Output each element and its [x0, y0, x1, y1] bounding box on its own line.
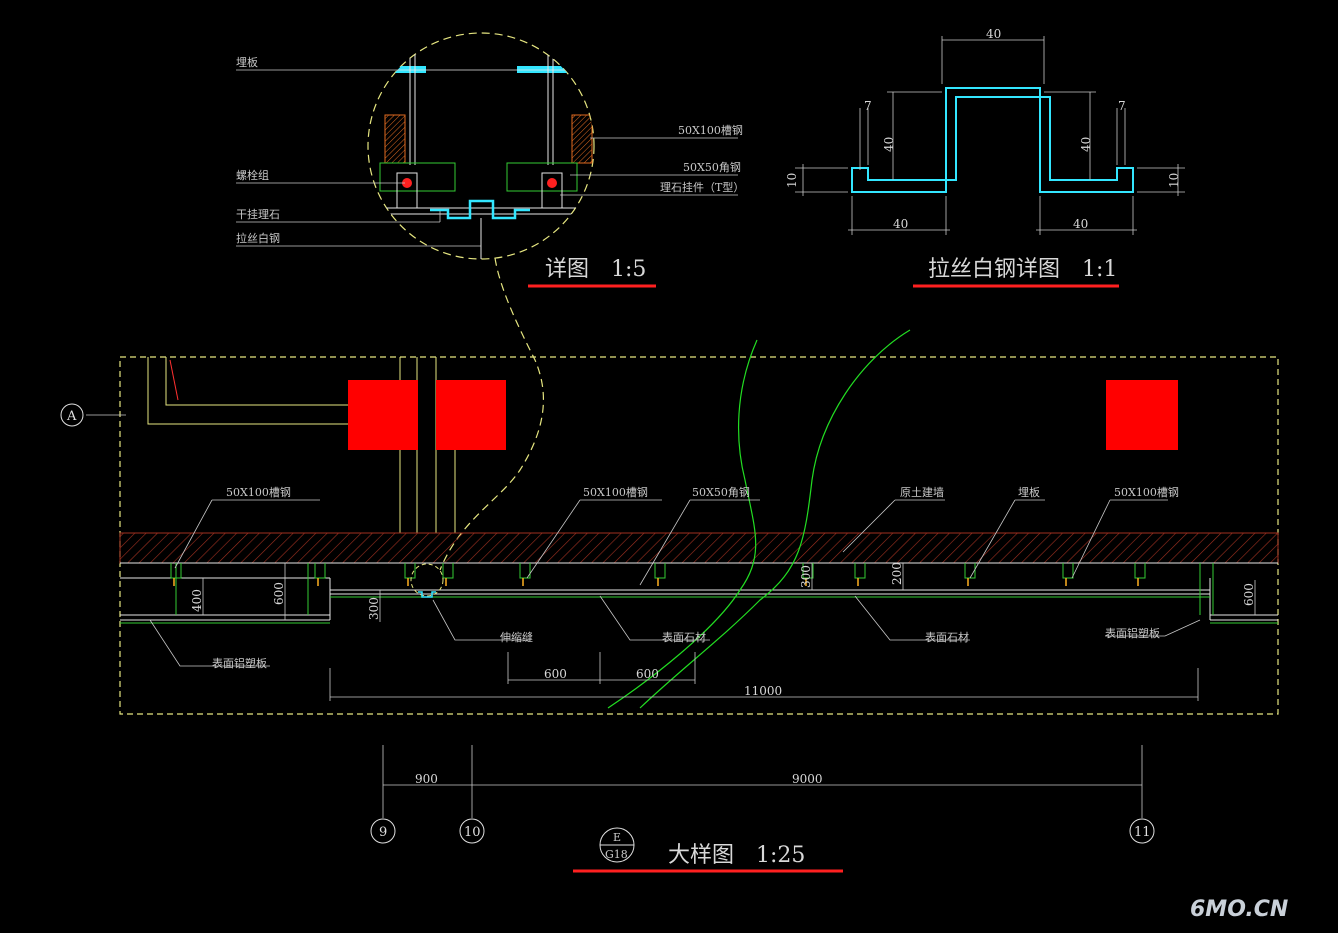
reference-top: E [613, 831, 621, 844]
bracket-group [170, 563, 1146, 586]
label-channel: 50X100槽钢 [678, 124, 743, 137]
dim-h-600-right: 600 [1242, 583, 1256, 606]
label-channel-right: 50X100槽钢 [1114, 486, 1179, 499]
dim-h-300-left: 300 [367, 597, 381, 620]
grid-bubble-a [60, 403, 84, 427]
bracket-mark [1134, 563, 1146, 579]
grid-bubble-10 [459, 818, 485, 844]
bracket-mark [404, 563, 416, 579]
dim-right-lip: 7 [1118, 99, 1126, 113]
bracket-mark [519, 563, 531, 579]
dim-seg-600-a: 600 [544, 667, 567, 681]
detail-1-1-title: 拉丝白钢详图 1:1 [928, 257, 1117, 282]
watermark: 6MO.CN [1190, 897, 1288, 922]
break-line-2 [639, 329, 911, 709]
embed-plate-right [517, 66, 569, 73]
main-title-block: E G18 大样图 1:25 [573, 827, 843, 873]
label-dry-hang-stone: 干挂理石 [236, 207, 280, 221]
label-angle: 50X50角钢 [683, 161, 741, 174]
column-block-1 [348, 380, 418, 450]
label-alu-panel-left: 表面铝塑板 [212, 656, 267, 670]
grid-bubble-11 [1129, 818, 1155, 844]
detail-1-1: 40 40 40 7 7 10 10 40 40 拉丝白钢详图 1:1 [785, 27, 1185, 288]
label-embed-plate: 埋板 [236, 55, 258, 69]
label-expansion-joint: 伸缩缝 [500, 630, 533, 644]
label-bolt-set: 螺栓组 [236, 168, 269, 182]
column-block-2 [436, 380, 506, 450]
reference-bottom: G18 [605, 848, 628, 861]
axis-grid: 900 9000 9 10 11 [370, 745, 1155, 844]
bracket-mark [442, 563, 454, 579]
detail-1-5-title: 详图 1:5 [545, 257, 646, 282]
span-9000: 9000 [792, 772, 823, 786]
dim-right-flange: 40 [1073, 217, 1088, 231]
grid-bubble-9 [370, 818, 396, 844]
label-angle-mid: 50X50角钢 [692, 486, 750, 499]
detail-1-25: A [60, 329, 1279, 715]
dim-h-300-mid: 300 [799, 565, 813, 588]
label-alu-panel-right: 表面铝塑板 [1105, 626, 1160, 640]
label-stone-hanger: 理石挂件（T型） [660, 180, 744, 194]
dim-top-width: 40 [986, 27, 1001, 41]
detail-1-5: 埋板 螺栓组 干挂理石 拉丝白钢 50X100槽钢 50X50角钢 理石挂件（T… [236, 32, 744, 288]
detail-circle [367, 32, 595, 260]
dim-right-thickness: 10 [1167, 173, 1181, 188]
bracket-mark [964, 563, 976, 579]
label-original-wall: 原土建墙 [900, 485, 944, 499]
original-wall-hatch [119, 532, 1279, 564]
dim-seg-600-b: 600 [636, 667, 659, 681]
grid-label-9: 9 [379, 825, 387, 840]
dim-total-11000: 11000 [744, 684, 782, 698]
dim-left-lip: 7 [864, 99, 872, 113]
dim-h-600-left: 600 [272, 582, 286, 605]
bracket-mark [1062, 563, 1074, 579]
dim-right-height: 40 [1079, 137, 1093, 152]
dim-left-height: 40 [882, 137, 896, 152]
span-900: 900 [415, 772, 438, 786]
steel-strip-profile [430, 199, 530, 220]
label-channel-left: 50X100槽钢 [226, 486, 291, 499]
break-line-1 [607, 339, 758, 709]
detail-callout-connector [439, 257, 545, 571]
dim-left-thickness: 10 [785, 173, 799, 188]
label-steel-strip: 拉丝白钢 [236, 231, 280, 245]
grid-label-10: 10 [464, 825, 481, 840]
grid-label-11: 11 [1134, 825, 1151, 840]
grid-label-a: A [66, 409, 77, 424]
dim-h-400: 400 [190, 589, 204, 612]
label-embed-plate-main: 埋板 [1018, 485, 1040, 499]
main-title: 大样图 1:25 [668, 843, 805, 868]
label-stone-mid: 表面石材 [662, 630, 706, 644]
steel-profile-1-1 [851, 87, 1134, 193]
bracket-mark [802, 563, 814, 579]
embed-plate-left [390, 66, 426, 73]
bracket-mark [854, 563, 866, 579]
column-block-3 [1106, 380, 1178, 450]
bracket-mark [654, 563, 666, 579]
label-stone-right: 表面石材 [925, 630, 969, 644]
dim-left-flange: 40 [893, 217, 908, 231]
bracket-mark [314, 563, 326, 579]
dim-h-200-mid: 200 [890, 562, 904, 585]
label-channel-mid: 50X100槽钢 [583, 486, 648, 499]
